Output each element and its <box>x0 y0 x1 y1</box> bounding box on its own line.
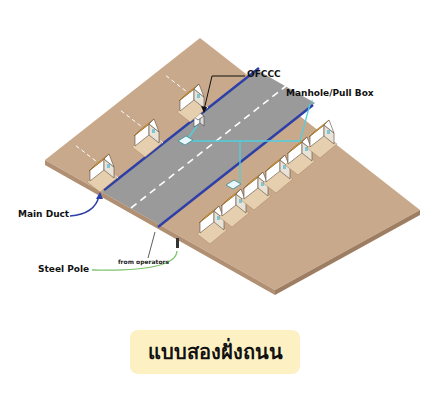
callout-label: Main Duct <box>18 209 69 219</box>
lot-lines <box>75 75 208 178</box>
callout-label: OFCCC <box>247 69 281 79</box>
house <box>132 119 162 157</box>
ground <box>45 38 420 290</box>
callout-label: Manhole/Pull Box <box>286 88 374 98</box>
ground-edge <box>275 210 420 295</box>
callout-label: from operators <box>118 258 169 265</box>
steel-pole <box>176 238 179 248</box>
fibre-lines <box>186 104 310 183</box>
callout-label: Steel Pole <box>38 264 89 274</box>
road <box>102 70 315 225</box>
road-centre-line <box>131 86 286 208</box>
leader-lines <box>70 76 312 270</box>
caption: แบบสองฝั่งถนน <box>130 330 300 374</box>
manhole <box>178 136 241 189</box>
house <box>307 120 337 158</box>
main-duct <box>104 68 259 190</box>
house <box>87 154 117 192</box>
houses <box>87 84 337 244</box>
house <box>177 84 207 122</box>
